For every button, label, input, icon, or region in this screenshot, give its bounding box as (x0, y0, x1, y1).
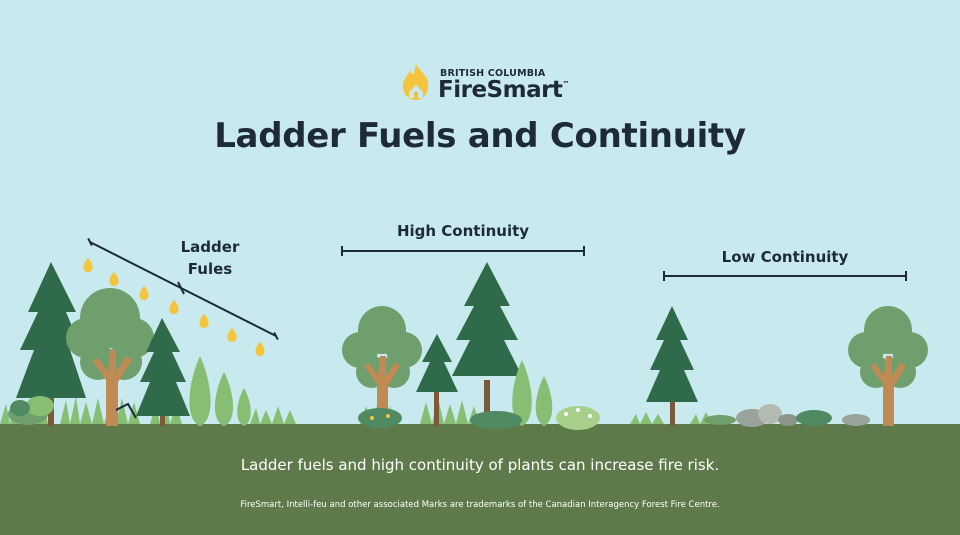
shrub (8, 396, 54, 425)
flame-icon (83, 258, 265, 356)
conifer-tree (416, 334, 458, 426)
logo-wordmark-text: FireSmart (438, 77, 563, 103)
fallen-branch (115, 402, 137, 419)
ladder-fuels-label: Ladder Fules (170, 236, 250, 280)
trademark-symbol: ™ (562, 80, 569, 88)
ladder-fuels-indicator (87, 237, 279, 341)
cypress-tree (512, 360, 553, 426)
page-title: Ladder Fuels and Continuity (214, 116, 746, 156)
ladder-fuels-label-line2: Fules (187, 260, 233, 278)
logo-wordmark: FireSmart™ (438, 77, 569, 103)
conifer-tree (452, 262, 522, 426)
caption: Ladder fuels and high continuity of plan… (240, 456, 720, 474)
low-continuity-label: Low Continuity (721, 248, 849, 266)
conifer-tree (136, 318, 190, 426)
conifer-tree (646, 306, 698, 426)
cypress-tree (189, 356, 251, 426)
ground (0, 424, 960, 535)
shrub (704, 410, 832, 426)
deciduous-tree (848, 306, 928, 426)
trademark-footnote: FireSmart, Intelli-feu and other associa… (240, 500, 720, 510)
shrub (358, 406, 600, 430)
rocks (736, 404, 870, 427)
deciduous-tree (342, 306, 422, 426)
firesmart-logo: BRITISH COLUMBIA FireSmart™ (398, 62, 569, 106)
flame-house-icon (402, 64, 429, 100)
logo-subtitle: BRITISH COLUMBIA (440, 68, 546, 79)
deciduous-tree (66, 288, 154, 426)
ladder-fuels-label-line1: Ladder (180, 238, 240, 256)
high-continuity-label: High Continuity (396, 222, 530, 240)
